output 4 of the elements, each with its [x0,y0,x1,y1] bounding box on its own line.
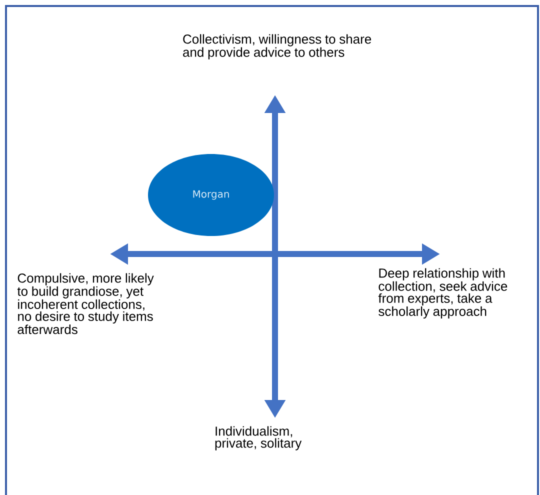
axis-label: Collectivism, willingness to share and provide advice to others [183,34,372,60]
axis-label: Compulsive, more likely to build grandiose, yet incoherent collections, no desire to study items afterwards [17,273,154,334]
axis-label: Individualism, private, solitary [215,426,302,450]
axis-label: Deep relationship with collection, seek advice from experts, take a scholarly approach [378,268,508,319]
